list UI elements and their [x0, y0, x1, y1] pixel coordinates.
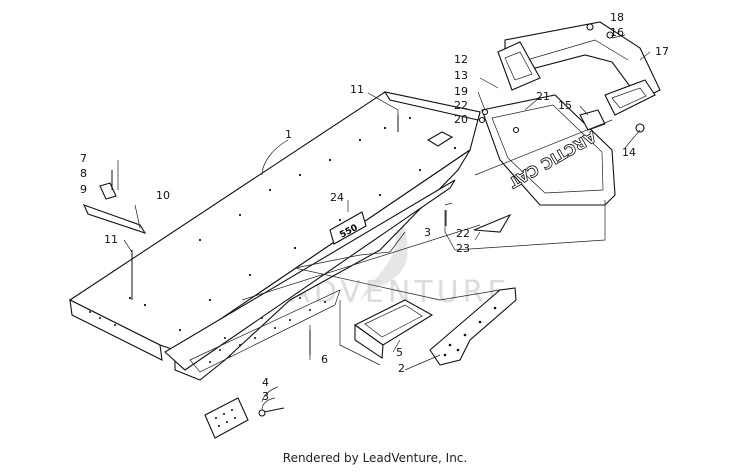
- callout-3b: 3: [262, 390, 269, 403]
- callout-23: 23: [456, 242, 470, 255]
- tunnel-body: 550: [68, 91, 481, 381]
- callout-22a: 22: [454, 99, 468, 112]
- callout-16: 16: [610, 26, 624, 39]
- callout-5: 5: [396, 346, 403, 359]
- side-bracket: [82, 182, 147, 235]
- callout-18: 18: [610, 11, 624, 24]
- callout-11a: 11: [350, 83, 364, 96]
- snow-flap: ARCTIC CAT: [478, 94, 616, 206]
- callout-9: 9: [80, 183, 87, 196]
- leader-lines: [111, 34, 651, 411]
- reflector: [473, 213, 512, 233]
- callout-12: 12: [454, 53, 468, 66]
- callout-13: 13: [454, 69, 468, 82]
- callout-1: 1: [285, 128, 292, 141]
- step-pad: [353, 299, 434, 359]
- render-credit: Rendered by LeadVenture, Inc.: [283, 451, 467, 465]
- callout-10: 10: [156, 189, 170, 202]
- model-badge: 550: [329, 211, 367, 245]
- callout-17: 17: [655, 45, 669, 58]
- callout-21: 21: [536, 90, 550, 103]
- rear-plate: [204, 397, 285, 439]
- callout-20: 20: [454, 113, 468, 126]
- callout-3a: 3: [424, 226, 431, 239]
- callout-8: 8: [80, 167, 87, 180]
- callout-6: 6: [321, 353, 328, 366]
- callouts: 1 2 3 3 4 5 6 7 8 9 10 11 11 12 13 14 15…: [80, 11, 669, 403]
- callout-22b: 22: [456, 227, 470, 240]
- callout-19: 19: [454, 85, 468, 98]
- footrest-plate: [429, 287, 517, 366]
- callout-15: 15: [558, 99, 572, 112]
- callout-7: 7: [80, 152, 87, 165]
- callout-4: 4: [262, 376, 269, 389]
- callout-2: 2: [398, 362, 405, 375]
- rear-bumper: [497, 21, 661, 133]
- callout-11b: 11: [104, 233, 118, 246]
- callout-24: 24: [330, 191, 344, 204]
- callout-14: 14: [622, 146, 636, 159]
